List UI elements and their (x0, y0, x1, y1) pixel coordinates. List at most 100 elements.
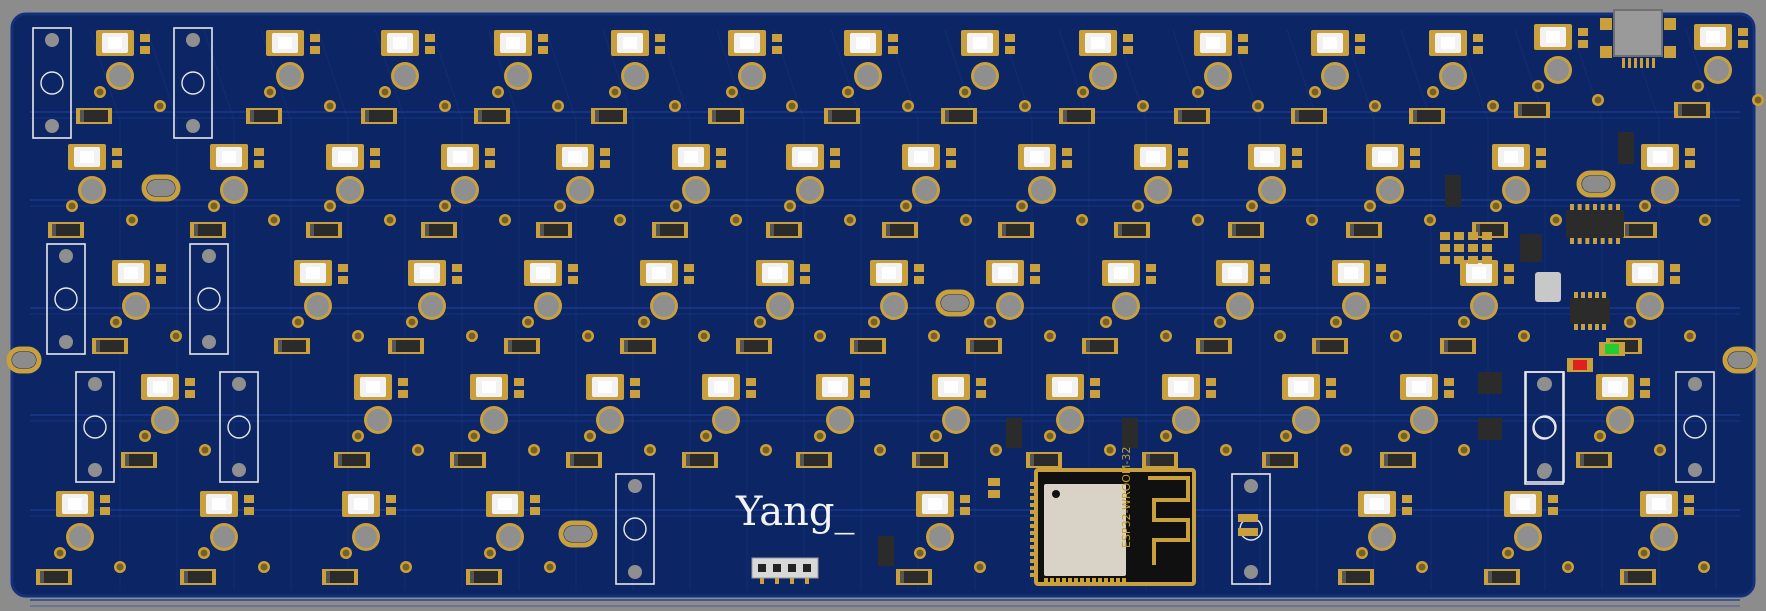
led-lens (1546, 31, 1560, 43)
switch-pin (260, 563, 268, 571)
capacitor-pad (185, 378, 195, 386)
switch-pin (1106, 446, 1114, 454)
pin-header-pin (803, 564, 811, 572)
ic-chip-pin (1608, 238, 1613, 244)
led-lens (684, 151, 698, 163)
key-switch (1484, 491, 1574, 585)
switch-pin (1654, 179, 1676, 201)
esp32-pin (1030, 517, 1038, 521)
diode-band (52, 224, 56, 236)
diode-band (470, 571, 474, 583)
capacitor-pad (1292, 160, 1302, 168)
capacitor-pad (1578, 40, 1588, 48)
diode-body (595, 110, 623, 122)
diode-body (900, 571, 928, 583)
led-lens (124, 267, 138, 279)
switch-pin (1639, 295, 1661, 317)
stabilizer-hole (45, 33, 59, 47)
switch-pin (470, 432, 478, 440)
switch-pin (1505, 179, 1527, 201)
diode-band (125, 454, 129, 466)
diode-body (1232, 224, 1260, 236)
capacitor-pad (746, 378, 756, 386)
switch-pin (829, 409, 851, 431)
stabilizer-ring (623, 517, 647, 541)
esp32-module: ESP32-WROOM-32 (1030, 447, 1196, 586)
capacitor-pad (425, 34, 435, 42)
controller-area (878, 132, 1634, 566)
diode-band (1063, 110, 1067, 122)
capacitor-pad (1536, 148, 1546, 156)
capacitor-pad (1123, 46, 1133, 54)
switch-pin (1102, 318, 1110, 326)
ic-chip-pin (1588, 292, 1592, 298)
capacitor-pad (1355, 34, 1365, 42)
key-switch (1114, 144, 1204, 238)
diode-body (80, 110, 108, 122)
passive-pad (1468, 244, 1478, 252)
switch-pin (200, 549, 208, 557)
switch-pin (857, 65, 879, 87)
diode-band (1624, 571, 1628, 583)
capacitor-pad (310, 34, 320, 42)
capacitor-pad (1738, 40, 1748, 48)
usb-pad (1664, 18, 1676, 30)
trace-col (1514, 29, 1546, 590)
led-lens (338, 151, 352, 163)
esp32-pin (1030, 545, 1038, 549)
diode-body (1625, 224, 1653, 236)
switch-pin (672, 202, 680, 210)
led-lens (1058, 381, 1072, 393)
diode-body (1316, 340, 1344, 352)
diode-band (916, 454, 920, 466)
capacitor-pad (655, 46, 665, 54)
led-lens (944, 381, 958, 393)
key-switch (388, 260, 478, 354)
led-lens (652, 267, 666, 279)
switch-pin (81, 179, 103, 201)
key-switch (274, 260, 364, 354)
capacitor-pad (1260, 264, 1270, 272)
diode-band (540, 224, 544, 236)
capacitor-pad (538, 46, 548, 54)
key-switch (824, 30, 914, 124)
ic-chip-pin (1588, 324, 1592, 330)
capacitor-pad (338, 276, 348, 284)
diode-band (900, 571, 904, 583)
ic-chip-pin (1577, 238, 1582, 244)
diode-band (1295, 110, 1299, 122)
key-switch (941, 30, 1031, 124)
switch-pin (1079, 88, 1087, 96)
capacitor-pad (1410, 148, 1420, 156)
mounting-slot-hole (941, 295, 969, 311)
diode-body (1444, 340, 1472, 352)
esp32-pin (1030, 510, 1038, 514)
led-lens (1516, 498, 1530, 510)
diode-band (1384, 454, 1388, 466)
switch-pin (1426, 216, 1434, 224)
ic-chip-pin (1602, 324, 1606, 330)
key-switch (682, 374, 772, 468)
diode-body (1518, 104, 1546, 116)
switch-pin (1442, 65, 1464, 87)
diode-body (508, 340, 536, 352)
switch-pin (109, 65, 131, 87)
switch-pin (507, 65, 529, 87)
switch-pin (1429, 88, 1437, 96)
led-lens (68, 498, 82, 510)
capacitor-pad (1376, 276, 1386, 284)
capacitor-pad (800, 264, 810, 272)
switch-pin (1392, 332, 1400, 340)
diode-band (570, 454, 574, 466)
led-lens (1412, 381, 1426, 393)
esp32-pin (1098, 578, 1102, 586)
stabilizer-hole (186, 33, 200, 47)
ic-chip-pin (1616, 204, 1620, 210)
usb-shell (1613, 9, 1663, 57)
esp32-pin (1116, 578, 1120, 586)
trace-col (488, 29, 520, 590)
switch-pin (986, 318, 994, 326)
switch-pin (270, 216, 278, 224)
switch-pin (1517, 526, 1539, 548)
key-switch (1059, 30, 1149, 124)
